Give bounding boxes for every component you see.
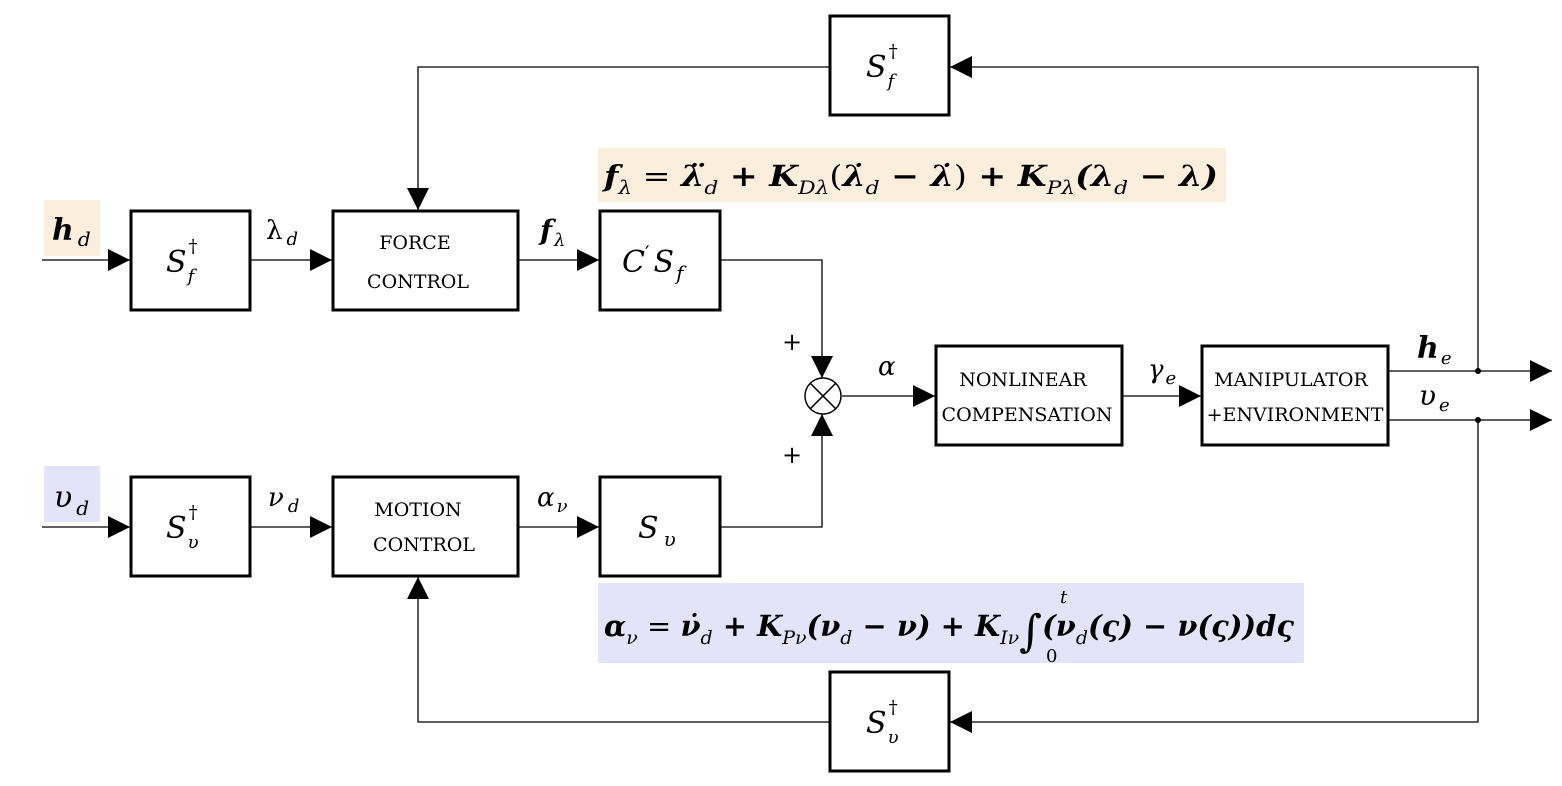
motion-feedback-wire	[950, 420, 1479, 733]
motion-control-label: MOTION CONTROL	[373, 499, 475, 556]
sv-block	[598, 475, 722, 578]
sv-to-sum-wire	[720, 414, 833, 528]
motion-feedback-to-controller	[407, 577, 829, 723]
hd-input-highlight	[44, 200, 100, 256]
csf-to-sum-wire	[720, 259, 833, 378]
integral-upper-limit: t	[1060, 587, 1068, 608]
summing-junction	[804, 377, 842, 415]
sv-dagger-feedback-label: S†υ	[866, 697, 899, 748]
ve-branch-dot	[1475, 417, 1481, 423]
force-feedback-to-controller	[407, 66, 829, 210]
sv-dagger-input-block	[129, 475, 252, 578]
csf-block	[598, 209, 722, 312]
alpha-label: α	[878, 352, 896, 382]
force-equation-highlight	[598, 148, 1226, 202]
sum-plus-bottom: +	[782, 441, 802, 469]
sf-dagger-input-block	[129, 209, 252, 312]
motion-equation-highlight	[598, 583, 1304, 663]
manipulator-environment-block	[1200, 344, 1390, 447]
motion-control-block	[331, 475, 520, 578]
force-feedback-wire	[950, 56, 1479, 371]
sum-plus-top: +	[782, 328, 802, 356]
sv-dagger-feedback-block	[828, 670, 951, 773]
manipulator-environment-label: MANIPULATOR +ENVIRONMENT	[1207, 369, 1384, 426]
nonlinear-compensation-label: NONLINEAR COMPENSATION	[942, 369, 1113, 426]
nonlinear-compensation-block	[934, 344, 1124, 447]
he-branch-dot	[1475, 368, 1481, 374]
sf-dagger-feedback-block	[828, 14, 951, 117]
motion-control-equation: αν = ν̇d + KPν(νd − ν) + KIν∫(νd(ς) − ν(…	[604, 606, 1294, 657]
force-control-block	[331, 209, 520, 312]
force-control-label: FORCE CONTROL	[367, 232, 469, 293]
integral-lower-limit: 0	[1046, 646, 1057, 667]
sv-dagger-input-label: S†υ	[166, 502, 199, 553]
vd-input-highlight	[44, 466, 100, 522]
